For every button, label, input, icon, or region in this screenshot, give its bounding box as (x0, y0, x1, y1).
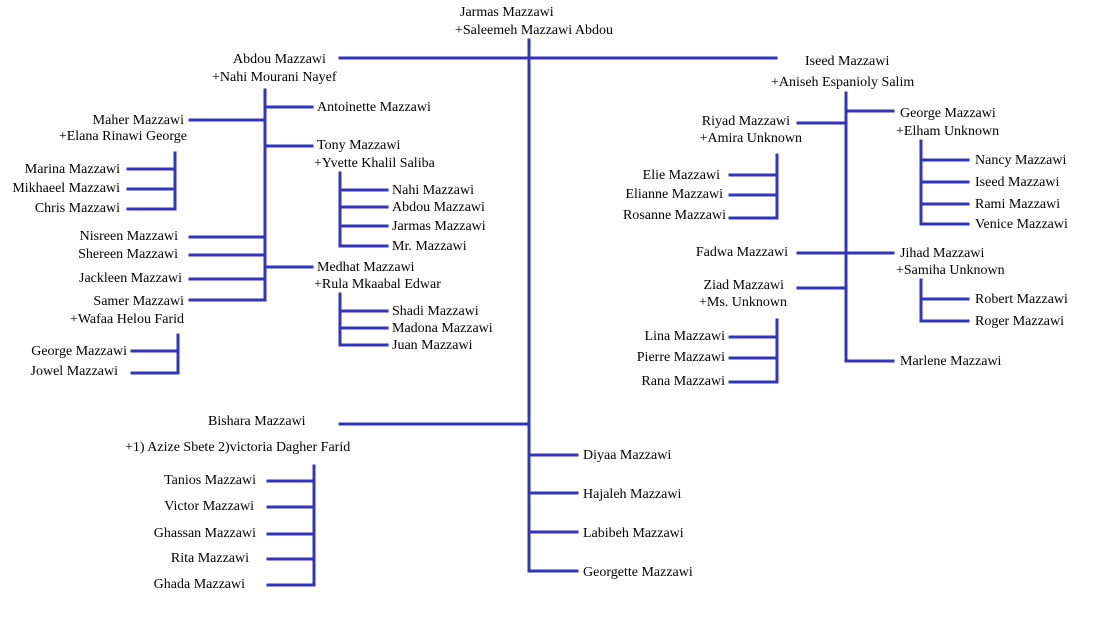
samer-child-2: Jowel Mazzawi (30, 364, 118, 379)
george-spouse: +Elham Unknown (896, 124, 1000, 139)
maher-child-1: Marina Mazzawi (24, 162, 120, 177)
antoinette-name: Antoinette Mazzawi (317, 100, 431, 115)
maher-child-2: Mikhaeel Mazzawi (12, 181, 120, 196)
george-child-4: Venice Mazzawi (975, 217, 1068, 232)
ziad-child-3: Rana Mazzawi (641, 374, 725, 389)
bishara-child-3: Ghassan Mazzawi (153, 526, 256, 541)
jackleen-name: Jackleen Mazzawi (79, 271, 182, 286)
bishara-spouse: +1) Azize Sbete 2)victoria Dagher Farid (125, 440, 351, 455)
ziad-name: Ziad Mazzawi (703, 278, 784, 293)
george-child-2: Iseed Mazzawi (975, 175, 1060, 190)
riyad-name: Riyad Mazzawi (701, 114, 790, 129)
maher-name: Maher Mazzawi (92, 113, 184, 128)
riyad-spouse: +Amira Unknown (699, 131, 802, 146)
maher-child-3: Chris Mazzawi (34, 201, 120, 216)
tony-spouse: +Yvette Khalil Saliba (314, 156, 435, 171)
riyad-child-1: Elie Mazzawi (642, 168, 720, 183)
tony-child-1: Nahi Mazzawi (392, 183, 475, 198)
riyad-child-2: Elianne Mazzawi (625, 187, 723, 202)
iseed-spouse: +Aniseh Espanioly Salim (771, 75, 915, 90)
nisreen-name: Nisreen Mazzawi (79, 229, 178, 244)
bishara-child-2: Victor Mazzawi (164, 499, 254, 514)
labibeh-name: Labibeh Mazzawi (583, 526, 684, 541)
medhat-name: Medhat Mazzawi (317, 260, 415, 275)
jihad-child-1: Robert Mazzawi (975, 292, 1068, 307)
ziad-child-1: Lina Mazzawi (644, 329, 725, 344)
samer-spouse: +Wafaa Helou Farid (69, 312, 184, 327)
fadwa-name: Fadwa Mazzawi (695, 245, 788, 260)
george-child-3: Rami Mazzawi (975, 197, 1061, 212)
jihad-name: Jihad Mazzawi (900, 246, 985, 261)
georgette-name: Georgette Mazzawi (583, 565, 693, 580)
jihad-child-2: Roger Mazzawi (975, 314, 1065, 329)
abdou-name: Abdou Mazzawi (233, 52, 326, 67)
jihad-spouse: +Samiha Unknown (896, 263, 1005, 278)
medhat-child-1: Shadi Mazzawi (392, 304, 479, 319)
bishara-child-5: Ghada Mazzawi (153, 577, 245, 592)
riyad-child-3: Rosanne Mazzawi (622, 208, 726, 223)
abdou-spouse: +Nahi Mourani Nayef (212, 70, 337, 85)
iseed-name: Iseed Mazzawi (805, 54, 890, 69)
tony-name: Tony Mazzawi (317, 138, 401, 153)
bishara-child-4: Rita Mazzawi (170, 551, 249, 566)
medhat-spouse: +Rula Mkaabal Edwar (314, 277, 441, 292)
samer-child-1: George Mazzawi (31, 344, 127, 359)
root-name: Jarmas Mazzawi (460, 5, 554, 20)
shereen-name: Shereen Mazzawi (78, 247, 178, 262)
bishara-child-1: Tanios Mazzawi (164, 473, 256, 488)
medhat-child-3: Juan Mazzawi (392, 338, 473, 353)
george-child-1: Nancy Mazzawi (975, 153, 1067, 168)
medhat-child-2: Madona Mazzawi (392, 321, 493, 336)
bishara-name: Bishara Mazzawi (208, 414, 306, 429)
marlene-name: Marlene Mazzawi (900, 354, 1002, 369)
hajaleh-name: Hajaleh Mazzawi (583, 487, 682, 502)
maher-spouse: +Elana Rinawi George (58, 129, 187, 144)
tony-child-3: Jarmas Mazzawi (392, 219, 486, 234)
diyaa-name: Diyaa Mazzawi (583, 448, 672, 463)
george-name: George Mazzawi (900, 106, 996, 121)
ziad-child-2: Pierre Mazzawi (636, 350, 725, 365)
ziad-spouse: +Ms. Unknown (698, 295, 787, 310)
root-spouse: +Saleemeh Mazzawi Abdou (455, 23, 613, 38)
samer-name: Samer Mazzawi (93, 294, 184, 309)
tony-child-2: Abdou Mazzawi (392, 200, 485, 215)
tony-child-4: Mr. Mazzawi (392, 239, 467, 254)
